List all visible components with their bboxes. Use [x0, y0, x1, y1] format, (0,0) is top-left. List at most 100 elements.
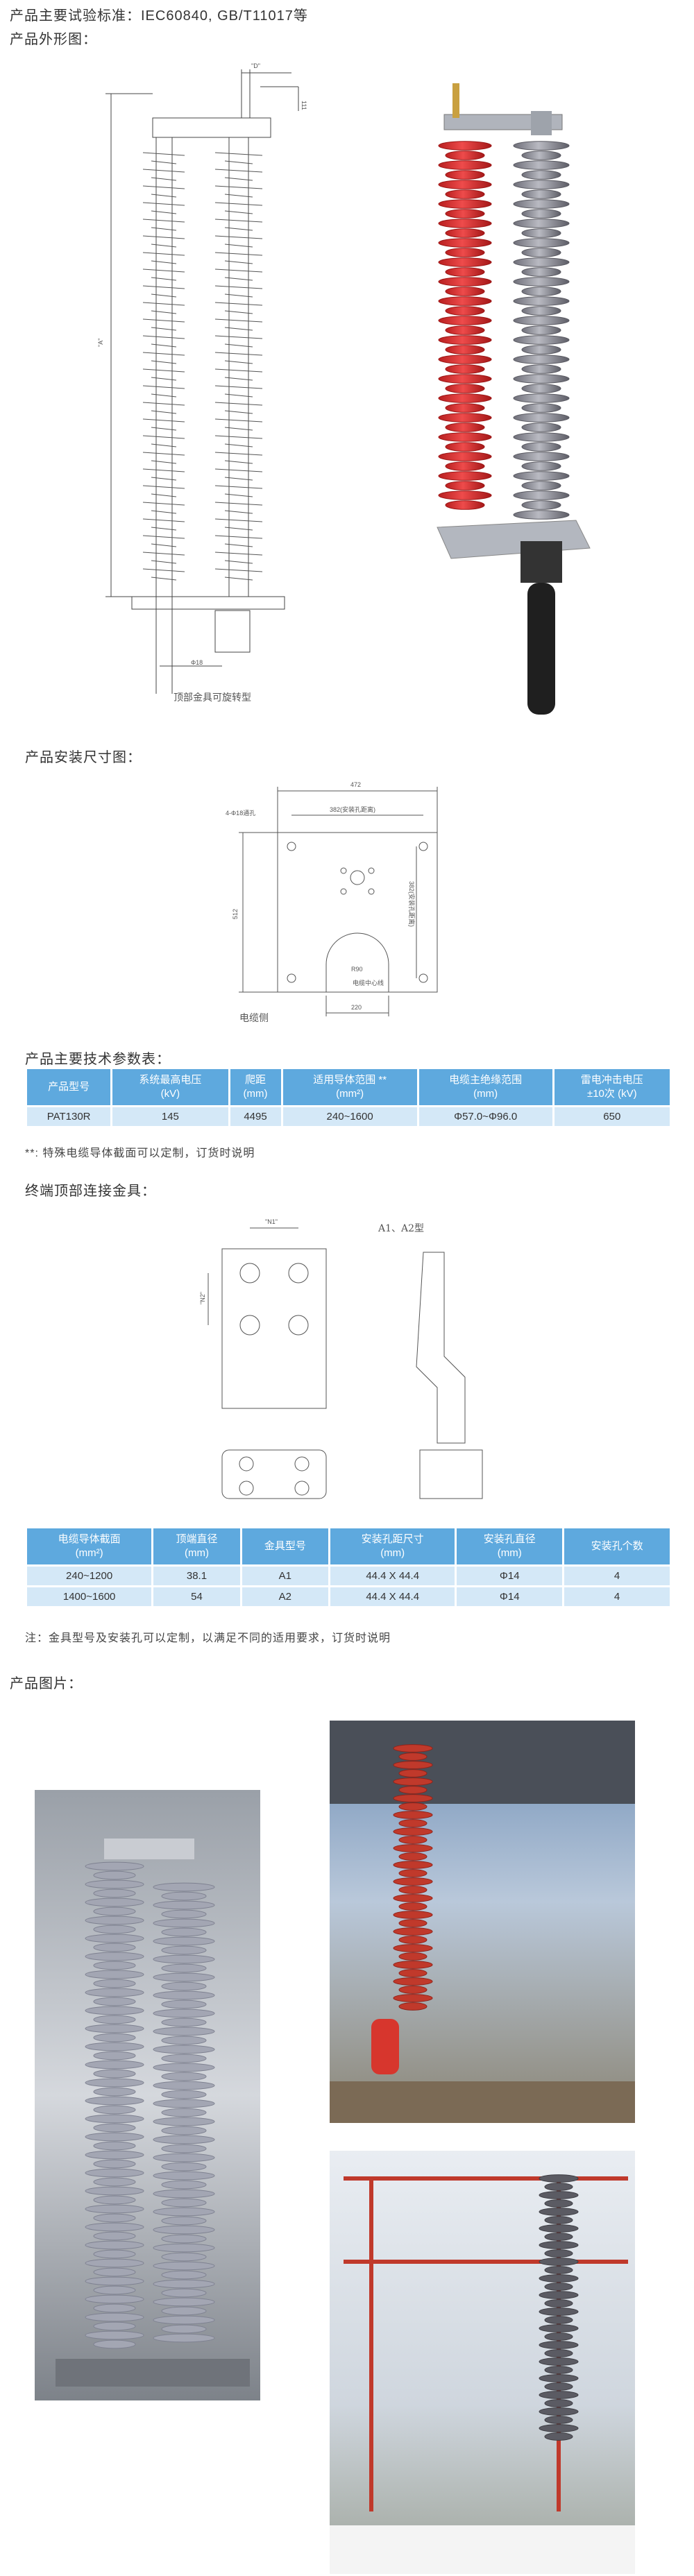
shed	[544, 2316, 573, 2324]
shed	[93, 1870, 136, 1880]
dim-top-right: 111	[301, 101, 307, 110]
shed	[214, 402, 263, 406]
shed	[153, 2081, 215, 2090]
shed	[393, 1894, 433, 1902]
shed	[153, 2315, 215, 2325]
shed	[539, 2274, 579, 2283]
photo-outdoor-installation	[330, 1721, 635, 2123]
shed	[161, 2306, 207, 2316]
shed	[393, 1877, 433, 1886]
shed	[214, 435, 263, 439]
shed	[93, 2231, 136, 2241]
table-cell: 4	[564, 1567, 670, 1585]
shed	[393, 1927, 433, 1936]
shed	[445, 248, 485, 257]
shed	[85, 1988, 144, 1997]
shed	[393, 1944, 433, 1952]
shed	[513, 277, 570, 287]
shed	[85, 1916, 144, 1925]
standard-line: 产品主要试验标准：IEC60840, GB/T11017等	[10, 8, 308, 24]
shed	[438, 238, 492, 248]
shed	[153, 2027, 215, 2036]
shed	[142, 235, 185, 239]
shed	[521, 325, 561, 335]
spec-header-cell: 产品型号	[27, 1069, 111, 1105]
shed	[513, 141, 570, 151]
shed	[445, 384, 485, 393]
shed	[224, 160, 253, 164]
shed	[224, 427, 253, 431]
shed	[85, 2132, 144, 2142]
shed	[93, 2069, 136, 2079]
shed	[161, 1999, 207, 2009]
dim-r: R90	[351, 966, 363, 973]
shed	[521, 423, 561, 432]
shed	[153, 1972, 215, 1982]
shed	[85, 1897, 144, 1907]
shed	[445, 500, 485, 510]
shed	[214, 202, 263, 206]
shed	[539, 2191, 579, 2199]
shed	[151, 477, 177, 481]
shed	[85, 2240, 144, 2250]
table-cell: 44.4 X 44.4	[330, 1587, 455, 1606]
shed	[161, 1891, 207, 1901]
shed	[161, 2180, 207, 2190]
spec-table: 产品型号系统最高电压 (kV)爬距 (mm)适用导体范围 ** (mm²)电缆主…	[25, 1067, 672, 1128]
shed	[85, 2114, 144, 2124]
shed	[438, 335, 492, 345]
shed	[224, 277, 253, 281]
table-cell: 1400~1600	[27, 1587, 152, 1606]
shed	[398, 1852, 428, 1861]
shed	[438, 393, 492, 403]
shed	[544, 2432, 573, 2441]
shed	[544, 2416, 573, 2424]
shed	[161, 2126, 207, 2135]
shed	[513, 452, 570, 461]
outline-caption: 顶部金具可旋转型	[174, 692, 251, 703]
shed	[85, 2042, 144, 2052]
shed	[438, 413, 492, 423]
shed	[85, 2024, 144, 2033]
shed	[151, 427, 177, 431]
cable-side-label: 电缆侧	[239, 1013, 269, 1024]
shed	[224, 177, 253, 181]
shed	[513, 471, 570, 481]
shed	[445, 442, 485, 452]
shed	[224, 543, 253, 547]
shed	[153, 1990, 215, 2000]
outline-drawing: "D" 111 "A" Φ18 顶部金具可旋转型	[97, 62, 307, 703]
shed	[521, 384, 561, 393]
shed	[521, 189, 561, 199]
connector-type: A1、A2型	[378, 1223, 424, 1234]
red-insulator	[438, 141, 492, 510]
shed	[214, 568, 263, 572]
shed	[539, 2241, 579, 2249]
shed	[85, 1934, 144, 1943]
shed	[153, 2333, 215, 2343]
shed	[142, 318, 185, 323]
shed	[393, 1861, 433, 1869]
shed	[161, 2198, 207, 2208]
shed	[214, 385, 263, 389]
shed	[153, 2279, 215, 2289]
shed	[161, 2090, 207, 2099]
table-cell: A2	[242, 1587, 329, 1606]
shed	[521, 248, 561, 257]
shed	[142, 285, 185, 289]
fitting-header-cell: 安装孔个数	[564, 1528, 670, 1564]
shed	[214, 335, 263, 339]
shed	[513, 238, 570, 248]
photos-title: 产品图片：	[10, 1676, 83, 1691]
grey-insulator	[513, 141, 570, 520]
shed	[151, 260, 177, 264]
shed	[445, 228, 485, 238]
dim-n1: "N1"	[265, 1218, 278, 1225]
shed	[153, 1882, 215, 1892]
shed	[153, 1900, 215, 1910]
shed	[161, 1945, 207, 1955]
shed	[142, 302, 185, 306]
table-cell: 44.4 X 44.4	[330, 1567, 455, 1585]
shed	[544, 2199, 573, 2208]
